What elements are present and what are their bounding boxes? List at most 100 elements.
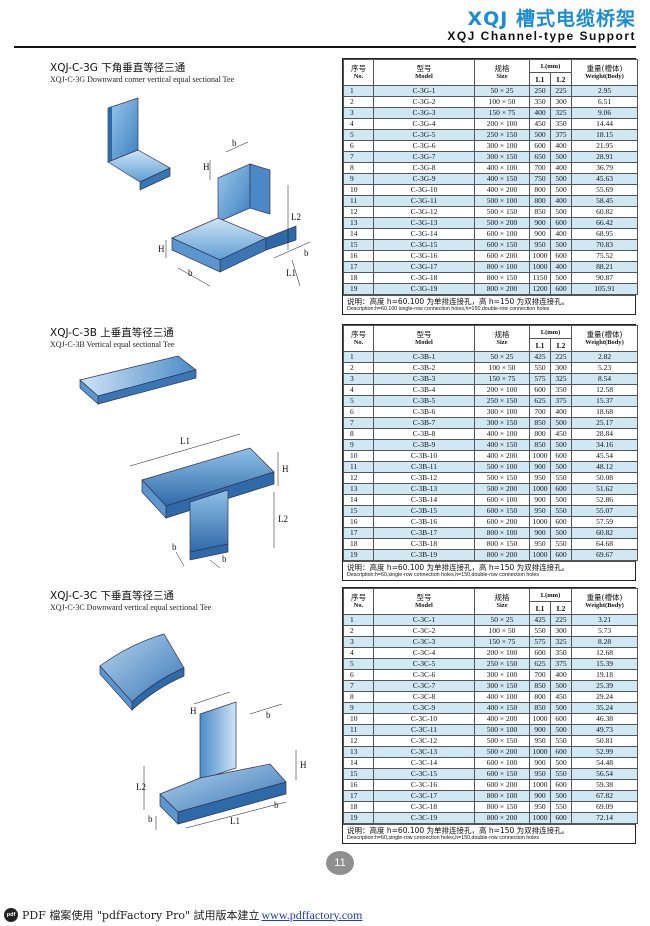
tee-assembly-3c <box>159 701 287 825</box>
cell-size: 100 × 50 <box>474 625 530 637</box>
cell-size: 600 × 200 <box>474 250 530 262</box>
dim-label-l2: L2 <box>291 212 301 222</box>
cell-weight: 75.52 <box>571 250 638 262</box>
cell-size: 200 × 100 <box>474 118 530 130</box>
cell-no: 14 <box>343 494 374 506</box>
cell-model: C-3G-6 <box>373 140 475 152</box>
cell-model: C-3G-17 <box>373 261 475 273</box>
cell-l1: 850 <box>529 439 551 451</box>
cell-size: 500 × 200 <box>474 217 530 229</box>
cell-weight: 88.21 <box>571 261 638 273</box>
header-weight: 重量(槽体)Weight(Body) <box>571 59 638 86</box>
header-l1: L1 <box>529 72 551 86</box>
cell-weight: 51.62 <box>571 483 638 495</box>
cell-no: 4 <box>343 384 374 396</box>
cell-l1: 700 <box>529 669 551 681</box>
header-l1: L1 <box>529 338 551 352</box>
cell-model: C-3B-5 <box>373 395 475 407</box>
cell-no: 15 <box>343 505 374 517</box>
catalog-title: XQJ 槽式电缆桥架 <box>467 8 636 30</box>
cell-size: 800 × 200 <box>474 283 530 295</box>
cell-model: C-3B-1 <box>373 351 475 363</box>
cell-l1: 1200 <box>529 283 551 295</box>
dim-label-l2: L2 <box>278 514 288 524</box>
footer-text: PDF 檔案使用 "pdfFactory Pro" 試用版本建立 <box>22 909 260 922</box>
dimension-lines-3c <box>143 691 297 830</box>
cell-model: C-3B-17 <box>373 527 475 539</box>
cell-l1: 950 <box>529 472 551 484</box>
cell-no: 10 <box>343 184 374 196</box>
cell-weight: 25.39 <box>571 680 638 692</box>
straight-tray-3b <box>79 355 197 405</box>
cell-l2: 500 <box>550 494 572 506</box>
cell-model: C-3C-13 <box>373 746 475 758</box>
cell-model: C-3C-15 <box>373 768 475 780</box>
cell-model: C-3C-14 <box>373 757 475 769</box>
cell-no: 9 <box>343 439 374 451</box>
cell-l1: 950 <box>529 768 551 780</box>
tee-3c-diagram: H b L2 H b L1 b <box>99 633 307 830</box>
dim-label-b2: b <box>188 268 193 278</box>
footer: pdf PDF 檔案使用 "pdfFactory Pro" 試用版本建立 www… <box>4 905 362 925</box>
cell-model: C-3B-18 <box>373 538 475 550</box>
cell-l1: 350 <box>529 96 551 108</box>
cell-no: 1 <box>343 614 374 626</box>
header-l-group: L(mm) <box>529 325 572 339</box>
cell-weight: 35.24 <box>571 702 638 714</box>
dim-label-h2: H <box>158 244 165 254</box>
cell-l2: 300 <box>550 625 572 637</box>
cell-weight: 5.73 <box>571 625 638 637</box>
cell-l1: 425 <box>529 351 551 363</box>
cell-l2: 300 <box>550 362 572 374</box>
cell-no: 3 <box>343 373 374 385</box>
cell-weight: 55.69 <box>571 184 638 196</box>
cell-l2: 500 <box>550 173 572 185</box>
cell-weight: 14.44 <box>571 118 638 130</box>
header-divider <box>14 46 636 48</box>
cell-no: 2 <box>343 625 374 637</box>
cell-weight: 21.95 <box>571 140 638 152</box>
cell-l2: 500 <box>550 439 572 451</box>
note-zh: 说明：高度 h=60.100 为单排连接孔，高 h=150 为双排连接孔。 <box>347 563 570 572</box>
cell-l1: 625 <box>529 658 551 670</box>
cell-l1: 700 <box>529 162 551 174</box>
cell-no: 17 <box>343 527 374 539</box>
cell-l2: 600 <box>550 812 572 824</box>
cell-l2: 350 <box>550 384 572 396</box>
cell-l2: 400 <box>550 195 572 207</box>
cell-no: 12 <box>343 735 374 747</box>
cell-size: 600 × 200 <box>474 779 530 791</box>
cell-weight: 54.48 <box>571 757 638 769</box>
cell-weight: 2.82 <box>571 351 638 363</box>
dim-label-b: b <box>232 138 237 148</box>
cell-model: C-3B-16 <box>373 516 475 528</box>
cell-l1: 950 <box>529 538 551 550</box>
cell-size: 800 × 100 <box>474 527 530 539</box>
cell-model: C-3G-2 <box>373 96 475 108</box>
cell-l1: 900 <box>529 790 551 802</box>
pdffactory-link[interactable]: www.pdffactory.com <box>261 907 363 922</box>
cell-model: C-3C-17 <box>373 790 475 802</box>
cell-size: 800 × 150 <box>474 801 530 813</box>
cell-size: 250 × 150 <box>474 658 530 670</box>
cell-size: 50 × 25 <box>474 85 530 97</box>
cell-l1: 900 <box>529 757 551 769</box>
cell-size: 400 × 200 <box>474 184 530 196</box>
cell-l2: 600 <box>550 779 572 791</box>
cell-l2: 600 <box>550 746 572 758</box>
cell-size: 400 × 200 <box>474 713 530 725</box>
cell-weight: 52.99 <box>571 746 638 758</box>
cell-size: 250 × 150 <box>474 395 530 407</box>
cell-l1: 950 <box>529 735 551 747</box>
